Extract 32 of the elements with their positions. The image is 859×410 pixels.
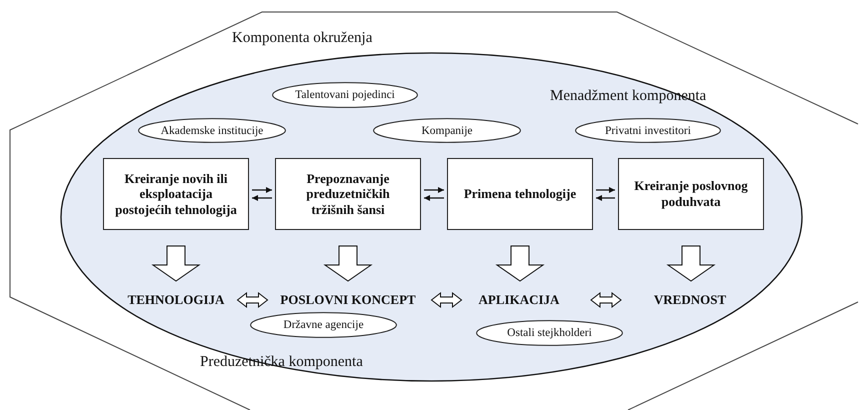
block-arrow — [666, 246, 716, 282]
block-arrow — [323, 246, 373, 282]
block-arrow — [430, 292, 462, 308]
arrow — [596, 195, 615, 201]
stakeholder-label: Akademske institucije — [160, 124, 264, 136]
process-box — [275, 158, 421, 230]
arrow — [252, 195, 272, 201]
stakeholder-label: Kompanije — [421, 124, 473, 136]
arrow — [424, 195, 444, 201]
outcome-label: APLIKACIJA — [478, 292, 560, 308]
stakeholder-label: Talentovani pojedinci — [295, 89, 395, 101]
stakeholder-label: Ostali stejkholderi — [507, 327, 592, 339]
outcome-label: POSLOVNI KONCEPT — [280, 292, 416, 308]
box-text: Kreiranje poslovnog poduhvata — [633, 178, 749, 210]
stakeholder-label: Privatni investitori — [605, 124, 691, 136]
block-arrow — [590, 292, 622, 308]
process-box — [618, 158, 764, 230]
arrow — [596, 187, 615, 193]
block-arrow — [151, 246, 201, 282]
process-box — [103, 158, 249, 230]
component-label: Komponenta okruženja — [232, 30, 372, 47]
block-arrow — [495, 246, 545, 282]
box-text: Prepoznavanje preduzetničkih tržišnih šansi — [305, 170, 391, 218]
stakeholder-label: Državne agencije — [283, 319, 364, 331]
arrow — [252, 187, 272, 193]
outcome-label: TEHNOLOGIJA — [128, 292, 224, 308]
box-text: Kreiranje novih ili eksploatacija postojećih tehnologija — [114, 170, 238, 218]
block-arrow — [236, 292, 268, 308]
arrow — [424, 187, 444, 193]
outcome-label: VREDNOST — [654, 292, 726, 308]
process-box — [447, 158, 593, 230]
box-text: Primena tehnologije — [462, 186, 578, 202]
